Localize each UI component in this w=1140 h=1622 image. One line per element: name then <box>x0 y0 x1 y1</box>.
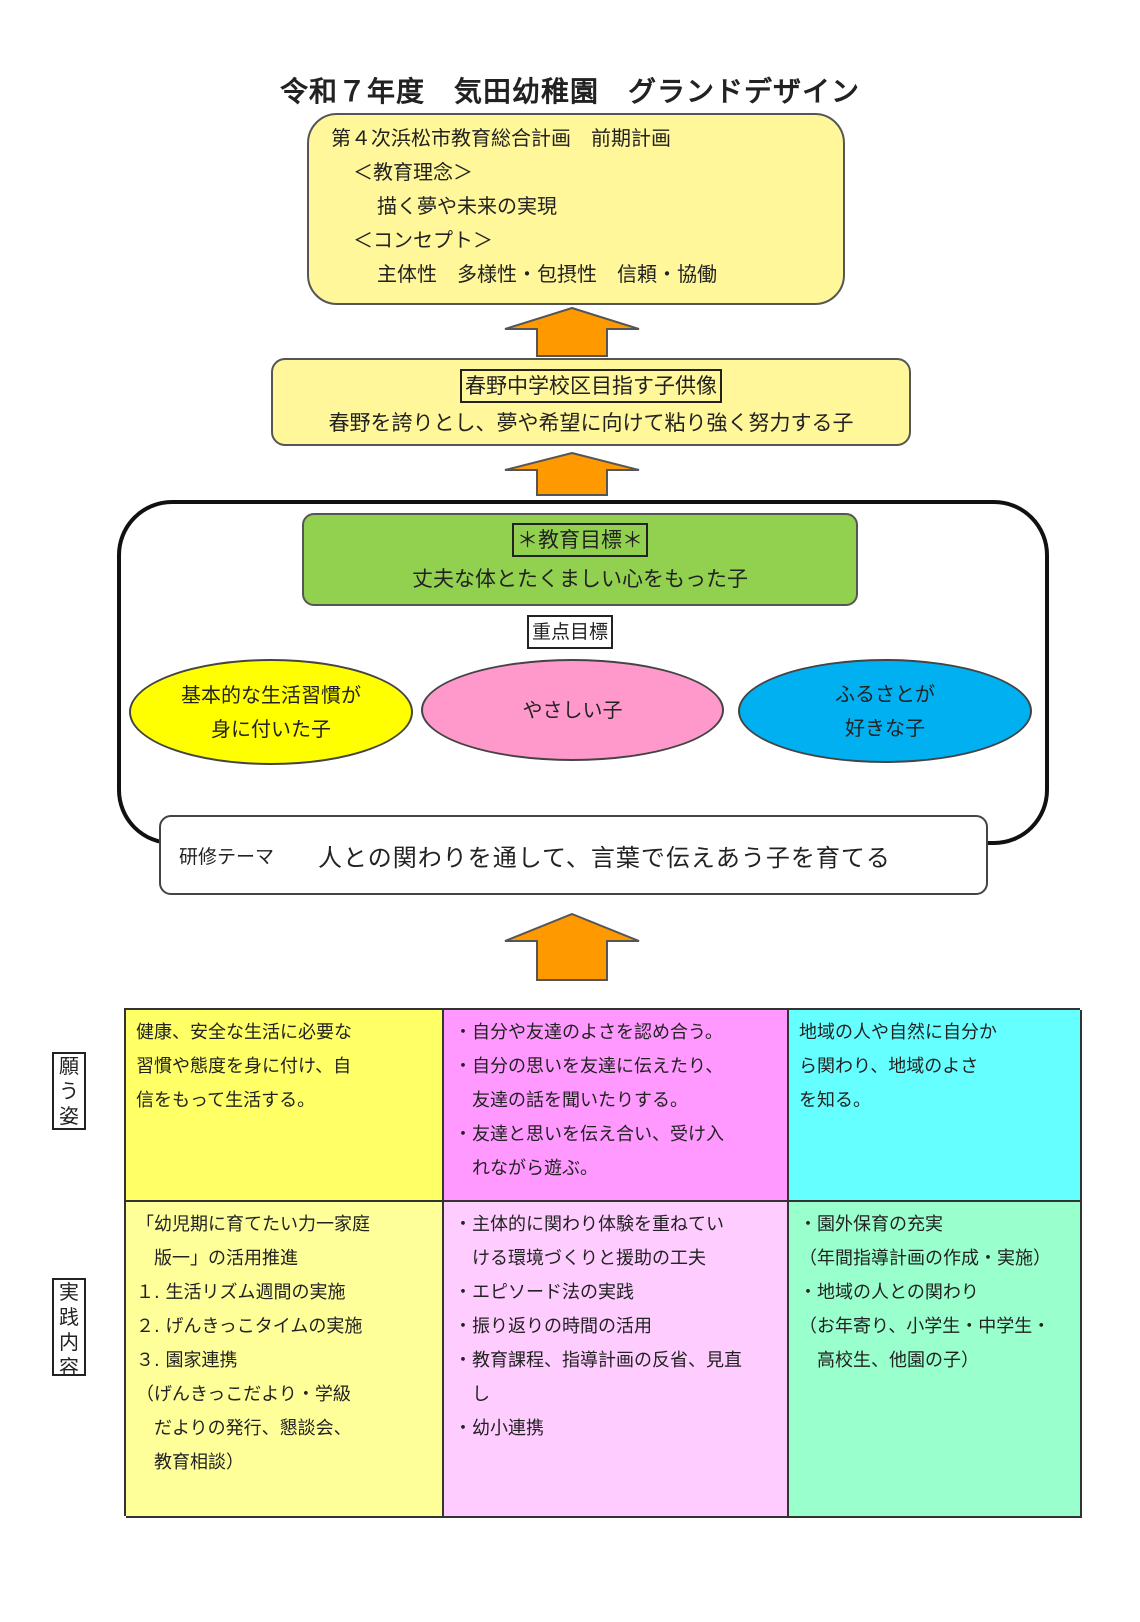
cell-line: ・主体的に関わり体験を重ねてい <box>454 1214 724 1235</box>
cell-line: ３. 園家連携 <box>136 1350 238 1371</box>
philosophy-text: 描く夢や未来の実現 <box>377 194 557 218</box>
wish-cell-friends: ・自分や友達のよさを認め合う。・自分の思いを友達に伝えたり、 友達の話を聞いたり… <box>444 1010 789 1202</box>
row-label-wish: 願う姿 <box>52 1052 86 1130</box>
cell-line: ・教育課程、指導計画の反省、見直 <box>454 1350 742 1371</box>
focus-goal-line: やさしい子 <box>522 698 623 722</box>
concept-text: 主体性 多様性・包摂性 信頼・協働 <box>377 262 717 286</box>
cell-line: （年間指導計画の作成・実施） <box>799 1248 1051 1269</box>
education-goal-text: 丈夫な体とたくましい心をもった子 <box>412 567 748 591</box>
cell-line: 版一」の活用推進 <box>136 1248 298 1269</box>
row-label-practice: 実践内容 <box>52 1278 86 1379</box>
cell-line: 地域の人や自然に自分か <box>799 1022 997 1043</box>
wish-cell-health: 健康、安全な生活に必要な習慣や態度を身に付け、自信をもって生活する。 <box>126 1010 444 1202</box>
practice-cell-home: 「幼児期に育てたい力一家庭 版一」の活用推進 １. 生活リズム週間の実施 ２. げん… <box>126 1202 444 1518</box>
cell-line: 友達の話を聞いたりする。 <box>454 1090 688 1111</box>
cell-line: （げんきっこだより・学級 <box>136 1384 351 1405</box>
research-theme-label: 研修テーマ <box>179 845 275 868</box>
row-label-char: 願 <box>59 1054 79 1078</box>
education-plan-box: 第４次浜松市教育総合計画 前期計画 ＜教育理念＞ 描く夢や未来の実現 ＜コンセプ… <box>307 113 845 305</box>
philosophy-label: ＜教育理念＞ <box>353 160 473 184</box>
cell-line: 信をもって生活する。 <box>136 1090 316 1111</box>
concept-label: ＜コンセプト＞ <box>353 228 493 252</box>
cell-line: ・園外保育の充実 <box>799 1214 943 1235</box>
focus-goal-hometown: ふるさとが好きな子 <box>738 659 1032 763</box>
cell-line: １. 生活リズム週間の実施 <box>136 1282 346 1303</box>
cell-line: れながら遊ぶ。 <box>454 1158 598 1179</box>
school-district-label: 春野中学校区目指す子供像 <box>460 369 722 403</box>
row-label-char: 内 <box>59 1330 79 1354</box>
row-label-char: 践 <box>59 1305 79 1329</box>
cell-line: 健康、安全な生活に必要な <box>136 1022 352 1043</box>
focus-goal-line: 好きな子 <box>845 716 925 740</box>
row-label-char: 容 <box>59 1355 79 1379</box>
focus-goal-line: 身に付いた子 <box>211 717 331 741</box>
education-goal-box: ＊教育目標＊ 丈夫な体とたくましい心をもった子 <box>302 513 858 606</box>
practice-cell-outdoor: ・園外保育の充実 （年間指導計画の作成・実施） ・地域の人との関わり （お年寄り、小学… <box>789 1202 1082 1518</box>
practice-cell-environment: ・主体的に関わり体験を重ねてい ける環境づくりと援助の工夫・エピソード法の実践・… <box>444 1202 789 1518</box>
cell-line: ける環境づくりと援助の工夫 <box>454 1248 706 1269</box>
up-arrow-icon <box>504 913 640 981</box>
cell-line: 「幼児期に育てたい力一家庭 <box>136 1214 370 1235</box>
cell-line: し <box>454 1384 490 1405</box>
cell-line: ・友達と思いを伝え合い、受け入 <box>454 1124 724 1145</box>
cell-line: だよりの発行、懇談会、 <box>136 1418 352 1439</box>
cell-line: ら関わり、地域のよさ <box>799 1056 979 1077</box>
up-arrow-icon <box>504 307 640 357</box>
row-label-char: う <box>59 1079 79 1103</box>
row-label-char: 姿 <box>59 1104 79 1128</box>
cell-line: （お年寄り、小学生・中学生・ <box>799 1316 1051 1337</box>
focus-goal-habits: 基本的な生活習慣が身に付いた子 <box>129 659 413 765</box>
cell-line: を知る。 <box>799 1090 871 1111</box>
row-label-char: 実 <box>59 1280 79 1304</box>
focus-goal-line: ふるさとが <box>835 682 935 706</box>
cell-line: ・振り返りの時間の活用 <box>454 1316 652 1337</box>
cell-line: ・エピソード法の実践 <box>454 1282 634 1303</box>
cell-line: 教育相談） <box>136 1452 244 1473</box>
school-district-text: 春野を誇りとし、夢や希望に向けて粘り強く努力する子 <box>328 411 854 435</box>
row-label-wish-text: 願う姿 <box>54 1054 84 1129</box>
cell-line: ・幼小連携 <box>454 1418 544 1439</box>
research-theme-box: 研修テーマ 人との関わりを通して、言葉で伝えあう子を育てる <box>159 815 988 895</box>
cell-line: ２. げんきっこタイムの実施 <box>136 1316 363 1337</box>
practice-table: 健康、安全な生活に必要な習慣や態度を身に付け、自信をもって生活する。 ・自分や友… <box>124 1008 1082 1518</box>
cell-line: ・地域の人との関わり <box>799 1282 979 1303</box>
wish-cell-community: 地域の人や自然に自分から関わり、地域のよさを知る。 <box>789 1010 1082 1202</box>
up-arrow-icon <box>504 452 640 496</box>
focus-goals-label: 重点目標 <box>527 615 614 649</box>
plan-heading: 第４次浜松市教育総合計画 前期計画 <box>331 126 671 150</box>
cell-line: ・自分の思いを友達に伝えたり、 <box>454 1056 724 1077</box>
education-goal-label: ＊教育目標＊ <box>512 523 648 557</box>
focus-goal-kind: やさしい子 <box>421 659 724 761</box>
cell-line: 高校生、他園の子） <box>799 1350 979 1371</box>
school-district-box: 春野中学校区目指す子供像 春野を誇りとし、夢や希望に向けて粘り強く努力する子 <box>271 358 911 446</box>
cell-line: 習慣や態度を身に付け、自 <box>136 1056 352 1077</box>
focus-goal-line: 基本的な生活習慣が <box>181 683 361 707</box>
page-title: 令和７年度 気田幼稚園 グランドデザイン <box>279 75 860 108</box>
cell-line: ・自分や友達のよさを認め合う。 <box>454 1022 723 1043</box>
research-theme-text: 人との関わりを通して、言葉で伝えあう子を育てる <box>318 843 891 872</box>
row-label-practice-text: 実践内容 <box>54 1280 84 1380</box>
